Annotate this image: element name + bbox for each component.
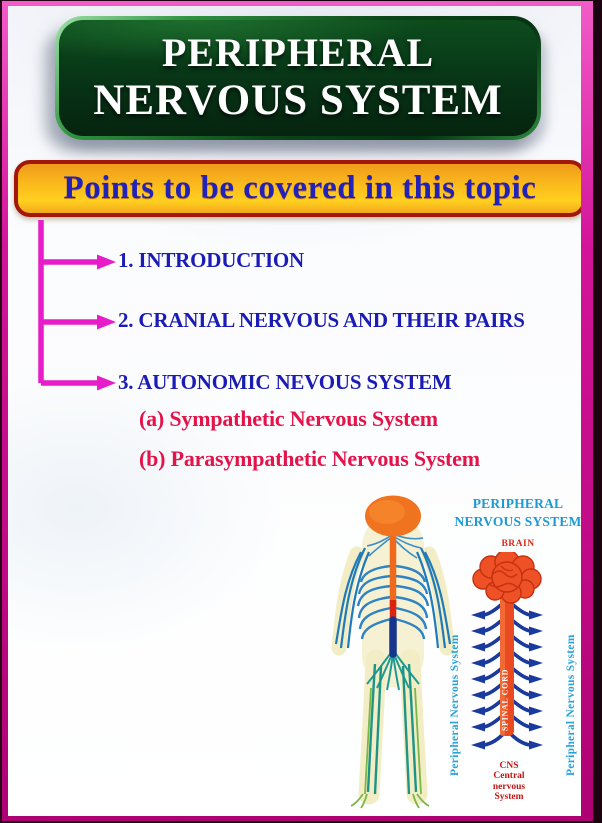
brain-spinal-cord-diagram: SPINAL CORD bbox=[471, 552, 543, 750]
nerve-arrow-icon bbox=[529, 674, 543, 684]
nerve-arrow-icon bbox=[529, 658, 543, 668]
pns-title-line-2: NERVOUS SYSTEM bbox=[454, 513, 581, 529]
points-header-label: Points to be covered in this topic bbox=[63, 170, 537, 206]
topic-item-2: 2. CRANIAL NERVOUS AND THEIR PAIRS bbox=[118, 308, 525, 332]
human-nervous-system-illustration bbox=[331, 495, 455, 809]
title-banner: PERIPHERAL NERVOUS SYSTEM bbox=[55, 16, 541, 140]
nerve-arrow-icon bbox=[471, 690, 485, 700]
branch-arrow-icon bbox=[97, 254, 116, 270]
points-header: Points to be covered in this topic bbox=[14, 160, 581, 217]
subtopic-item-b: (b) Parasympathetic Nervous System bbox=[139, 446, 480, 471]
nerve-arrow-icon bbox=[529, 690, 543, 700]
title-line-2: NERVOUS SYSTEM bbox=[93, 77, 503, 125]
nerve-arrow-icon bbox=[471, 626, 485, 636]
pns-left-vertical-label: Peripheral Nervous System bbox=[449, 634, 461, 777]
branch-arrow-icon bbox=[97, 314, 116, 330]
nerve-arrow-icon bbox=[529, 722, 543, 732]
spinal-cord-label: SPINAL CORD bbox=[501, 669, 510, 731]
nerve-arrow-icon bbox=[471, 674, 485, 684]
nerve-arrow-icon bbox=[529, 610, 543, 620]
nerve-arrow-icon bbox=[471, 610, 485, 620]
nerve-arrow-icon bbox=[471, 642, 485, 652]
nerve-arrow-icon bbox=[529, 626, 543, 636]
nerve-arrow-icon bbox=[529, 740, 543, 750]
cns-label: CNS Central nervous System bbox=[471, 761, 547, 802]
subtopic-item-a: (a) Sympathetic Nervous System bbox=[139, 406, 438, 431]
title-line-1: PERIPHERAL bbox=[161, 30, 435, 76]
brain-illustration bbox=[472, 552, 542, 604]
nerve-arrow-icon bbox=[471, 740, 485, 750]
pns-title-line-1: PERIPHERAL bbox=[472, 496, 564, 511]
nerve-arrow-icon bbox=[529, 642, 543, 652]
nerve-arrow-icon bbox=[471, 706, 485, 716]
topic-item-3: 3. AUTONOMIC NEVOUS SYSTEM bbox=[118, 370, 452, 394]
nerve-arrow-icon bbox=[471, 722, 485, 732]
topic-tree-connector bbox=[38, 220, 116, 391]
nerve-arrow-icon bbox=[471, 658, 485, 668]
pns-right-vertical-label: Peripheral Nervous System bbox=[565, 634, 577, 777]
branch-arrow-icon bbox=[97, 375, 116, 391]
cns-label-line-2: Central bbox=[493, 771, 525, 782]
magenta-frame: PERIPHERAL NERVOUS SYSTEM Points to be c… bbox=[2, 1, 593, 821]
pns-schematic: PERIPHERAL NERVOUS SYSTEM BRAIN bbox=[443, 495, 581, 815]
pns-schematic-title: PERIPHERAL NERVOUS SYSTEM bbox=[443, 495, 581, 530]
topic-item-1: 1. INTRODUCTION bbox=[118, 248, 305, 272]
cns-label-line-1: CNS bbox=[499, 761, 519, 771]
cns-label-line-4: System bbox=[494, 791, 524, 802]
title-banner-face: PERIPHERAL NERVOUS SYSTEM bbox=[59, 20, 537, 136]
brain-label: BRAIN bbox=[501, 539, 535, 550]
cns-label-line-3: nervous bbox=[492, 781, 526, 792]
poster-content: PERIPHERAL NERVOUS SYSTEM Points to be c… bbox=[8, 6, 581, 816]
nerve-arrow-icon bbox=[529, 706, 543, 716]
